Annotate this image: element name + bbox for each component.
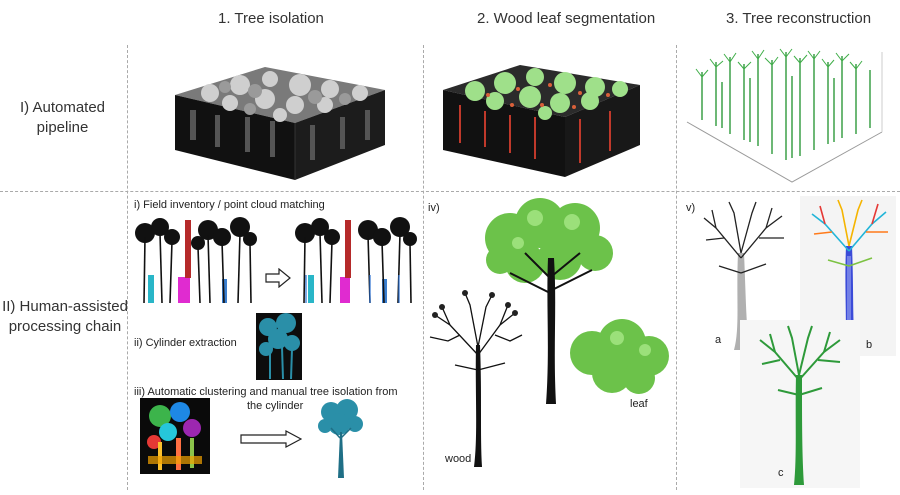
isolation-arrow-icon bbox=[240, 430, 302, 448]
row-label-automated-line2: pipeline bbox=[0, 118, 125, 138]
wood-leaf-pointcloud-3d bbox=[440, 55, 645, 185]
divider-horizontal bbox=[0, 191, 900, 192]
column-title-tree-isolation: 1. Tree isolation bbox=[218, 10, 324, 27]
row-label-human-assisted-line1: II) Human-assisted bbox=[0, 297, 130, 317]
field-inventory-before-image bbox=[130, 215, 258, 305]
wood-tree bbox=[420, 285, 525, 470]
column-title-tree-reconstruction: 3. Tree reconstruction bbox=[726, 10, 871, 27]
matching-arrow-icon bbox=[265, 268, 291, 288]
isolated-tree-image bbox=[313, 398, 368, 482]
leaf-cluster bbox=[567, 318, 672, 400]
step-i-label: i) Field inventory / point cloud matchin… bbox=[134, 199, 325, 211]
cylinder-extraction-image bbox=[256, 313, 302, 380]
row-label-automated-line1: I) Automated bbox=[0, 98, 125, 118]
row-label-automated: I) Automated pipeline bbox=[0, 98, 125, 138]
label-b: b bbox=[866, 339, 872, 351]
row-label-human-assisted-line2: processing chain bbox=[0, 317, 130, 337]
tree-reconstruction-forest-3d bbox=[682, 42, 887, 187]
column-title-wood-leaf-segmentation: 2. Wood leaf segmentation bbox=[477, 10, 655, 27]
label-c: c bbox=[778, 467, 784, 479]
label-leaf: leaf bbox=[630, 398, 648, 410]
tree-isolation-pointcloud-3d bbox=[170, 55, 390, 185]
divider-vertical-3 bbox=[676, 45, 677, 490]
label-a: a bbox=[715, 334, 721, 346]
field-inventory-after-image bbox=[290, 215, 418, 305]
label-wood: wood bbox=[445, 453, 471, 465]
qsm-tree-c bbox=[740, 320, 860, 488]
divider-vertical-1 bbox=[127, 45, 128, 490]
step-iii-label-line1: iii) Automatic clustering and manual tre… bbox=[134, 385, 398, 399]
step-iv-label: iv) bbox=[428, 202, 440, 214]
clustering-image bbox=[140, 398, 210, 474]
step-ii-label: ii) Cylinder extraction bbox=[134, 337, 237, 349]
row-label-human-assisted: II) Human-assisted processing chain bbox=[0, 297, 130, 337]
